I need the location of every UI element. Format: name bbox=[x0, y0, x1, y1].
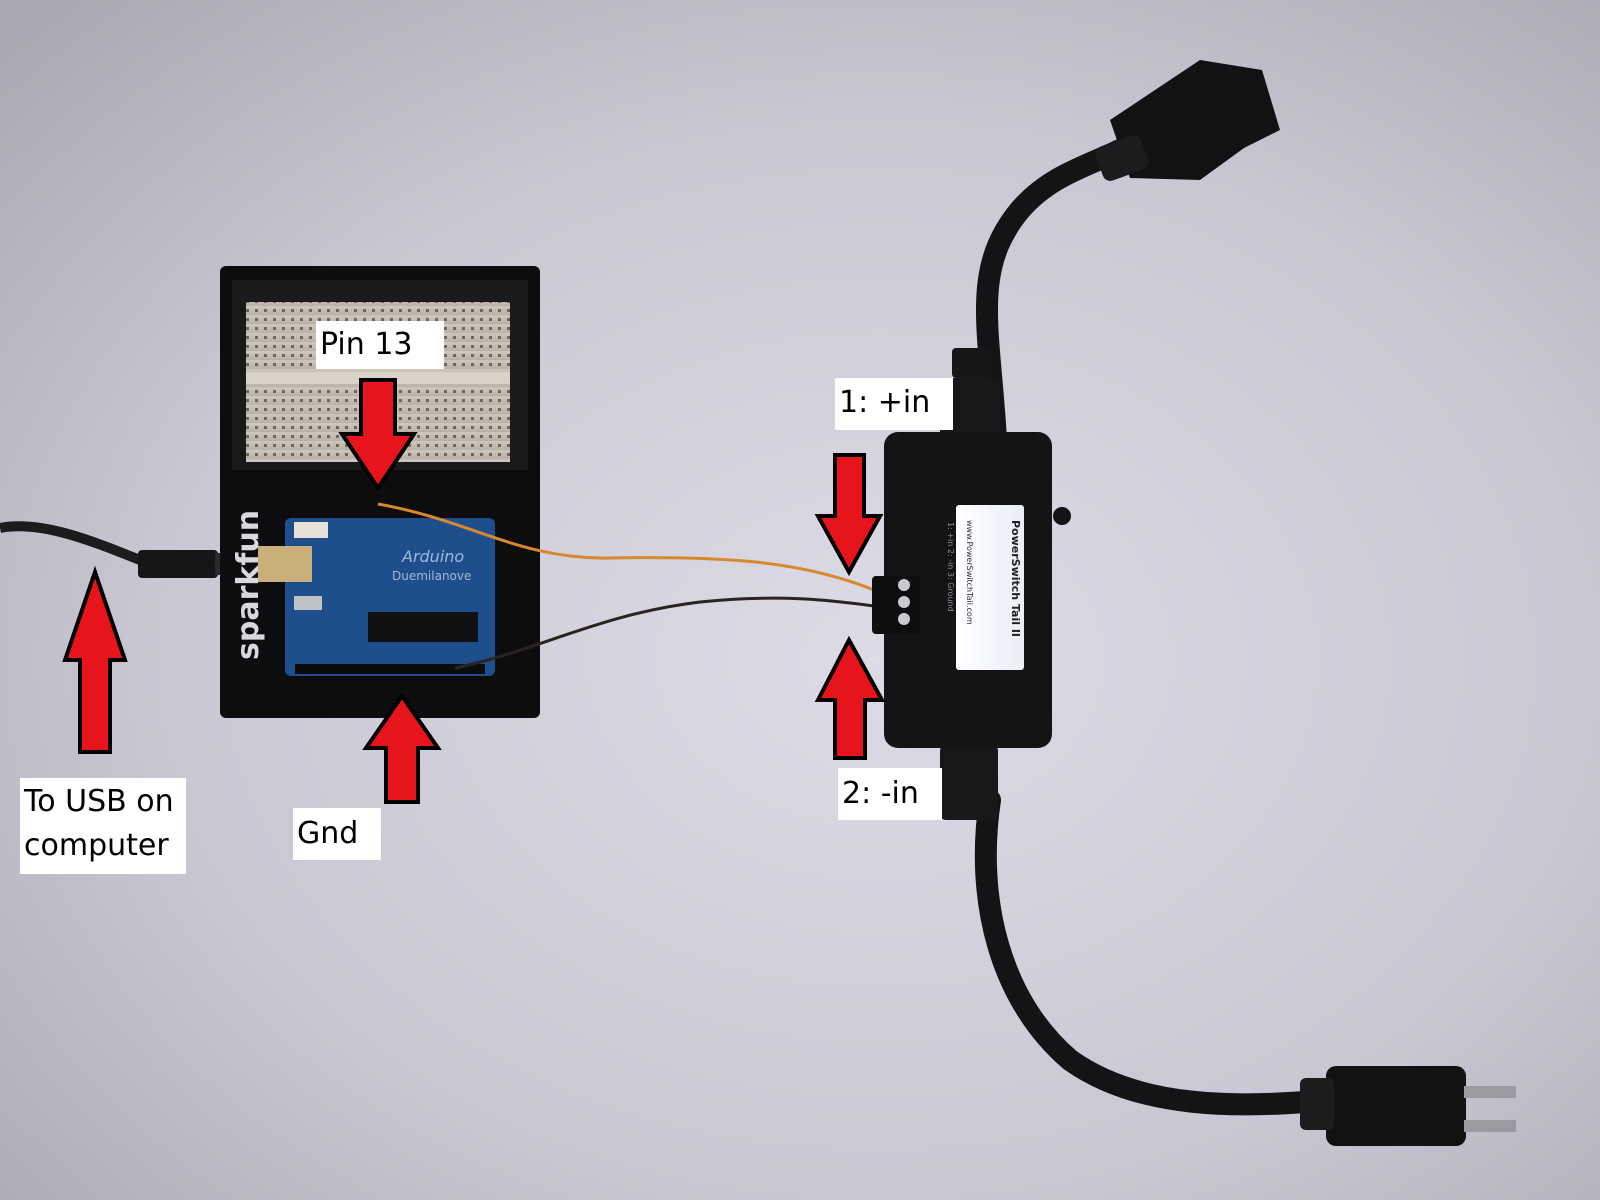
arduino-tray: sparkfun bbox=[220, 266, 540, 718]
arrow-up-icon bbox=[362, 692, 442, 804]
tail-terminals-print: 1: +in 2: -in 3: Ground bbox=[946, 522, 955, 612]
ground-wire bbox=[454, 596, 875, 670]
tail-label-plate bbox=[956, 505, 1024, 670]
tail-url-print: www.PowerSwitchTail.com bbox=[965, 520, 974, 625]
pin13-label: Pin 13 bbox=[316, 321, 444, 369]
plus-in-label: 1: +in bbox=[835, 378, 953, 430]
arduino-print: Arduino bbox=[401, 547, 464, 566]
arrow-up-icon bbox=[814, 635, 886, 760]
arrow-down-icon bbox=[338, 378, 418, 492]
signal-wire bbox=[377, 502, 875, 592]
outlet-socket bbox=[1110, 60, 1280, 180]
power-cord-lower bbox=[974, 789, 1341, 1116]
usb-b-port bbox=[258, 546, 312, 582]
gnd-label: Gnd bbox=[293, 808, 381, 860]
usb-cable bbox=[0, 521, 142, 565]
sparkfun-logo: sparkfun bbox=[231, 510, 266, 660]
arrow-up-icon bbox=[62, 565, 128, 754]
minus-in-label: 2: -in bbox=[838, 768, 942, 820]
power-plug bbox=[1300, 1066, 1516, 1146]
powerswitch-tail: PowerSwitch Tail II www.PowerSwitchTail.… bbox=[872, 348, 1071, 820]
tail-title-print: PowerSwitch Tail II bbox=[1009, 520, 1022, 637]
arduino-board: Arduino Duemilanove bbox=[258, 518, 495, 676]
atmega-chip bbox=[368, 612, 478, 642]
usb-plug bbox=[138, 550, 218, 578]
board-model-print: Duemilanove bbox=[392, 569, 471, 583]
usb-label: To USB on computer bbox=[20, 778, 186, 874]
arrow-down-icon bbox=[814, 453, 884, 577]
